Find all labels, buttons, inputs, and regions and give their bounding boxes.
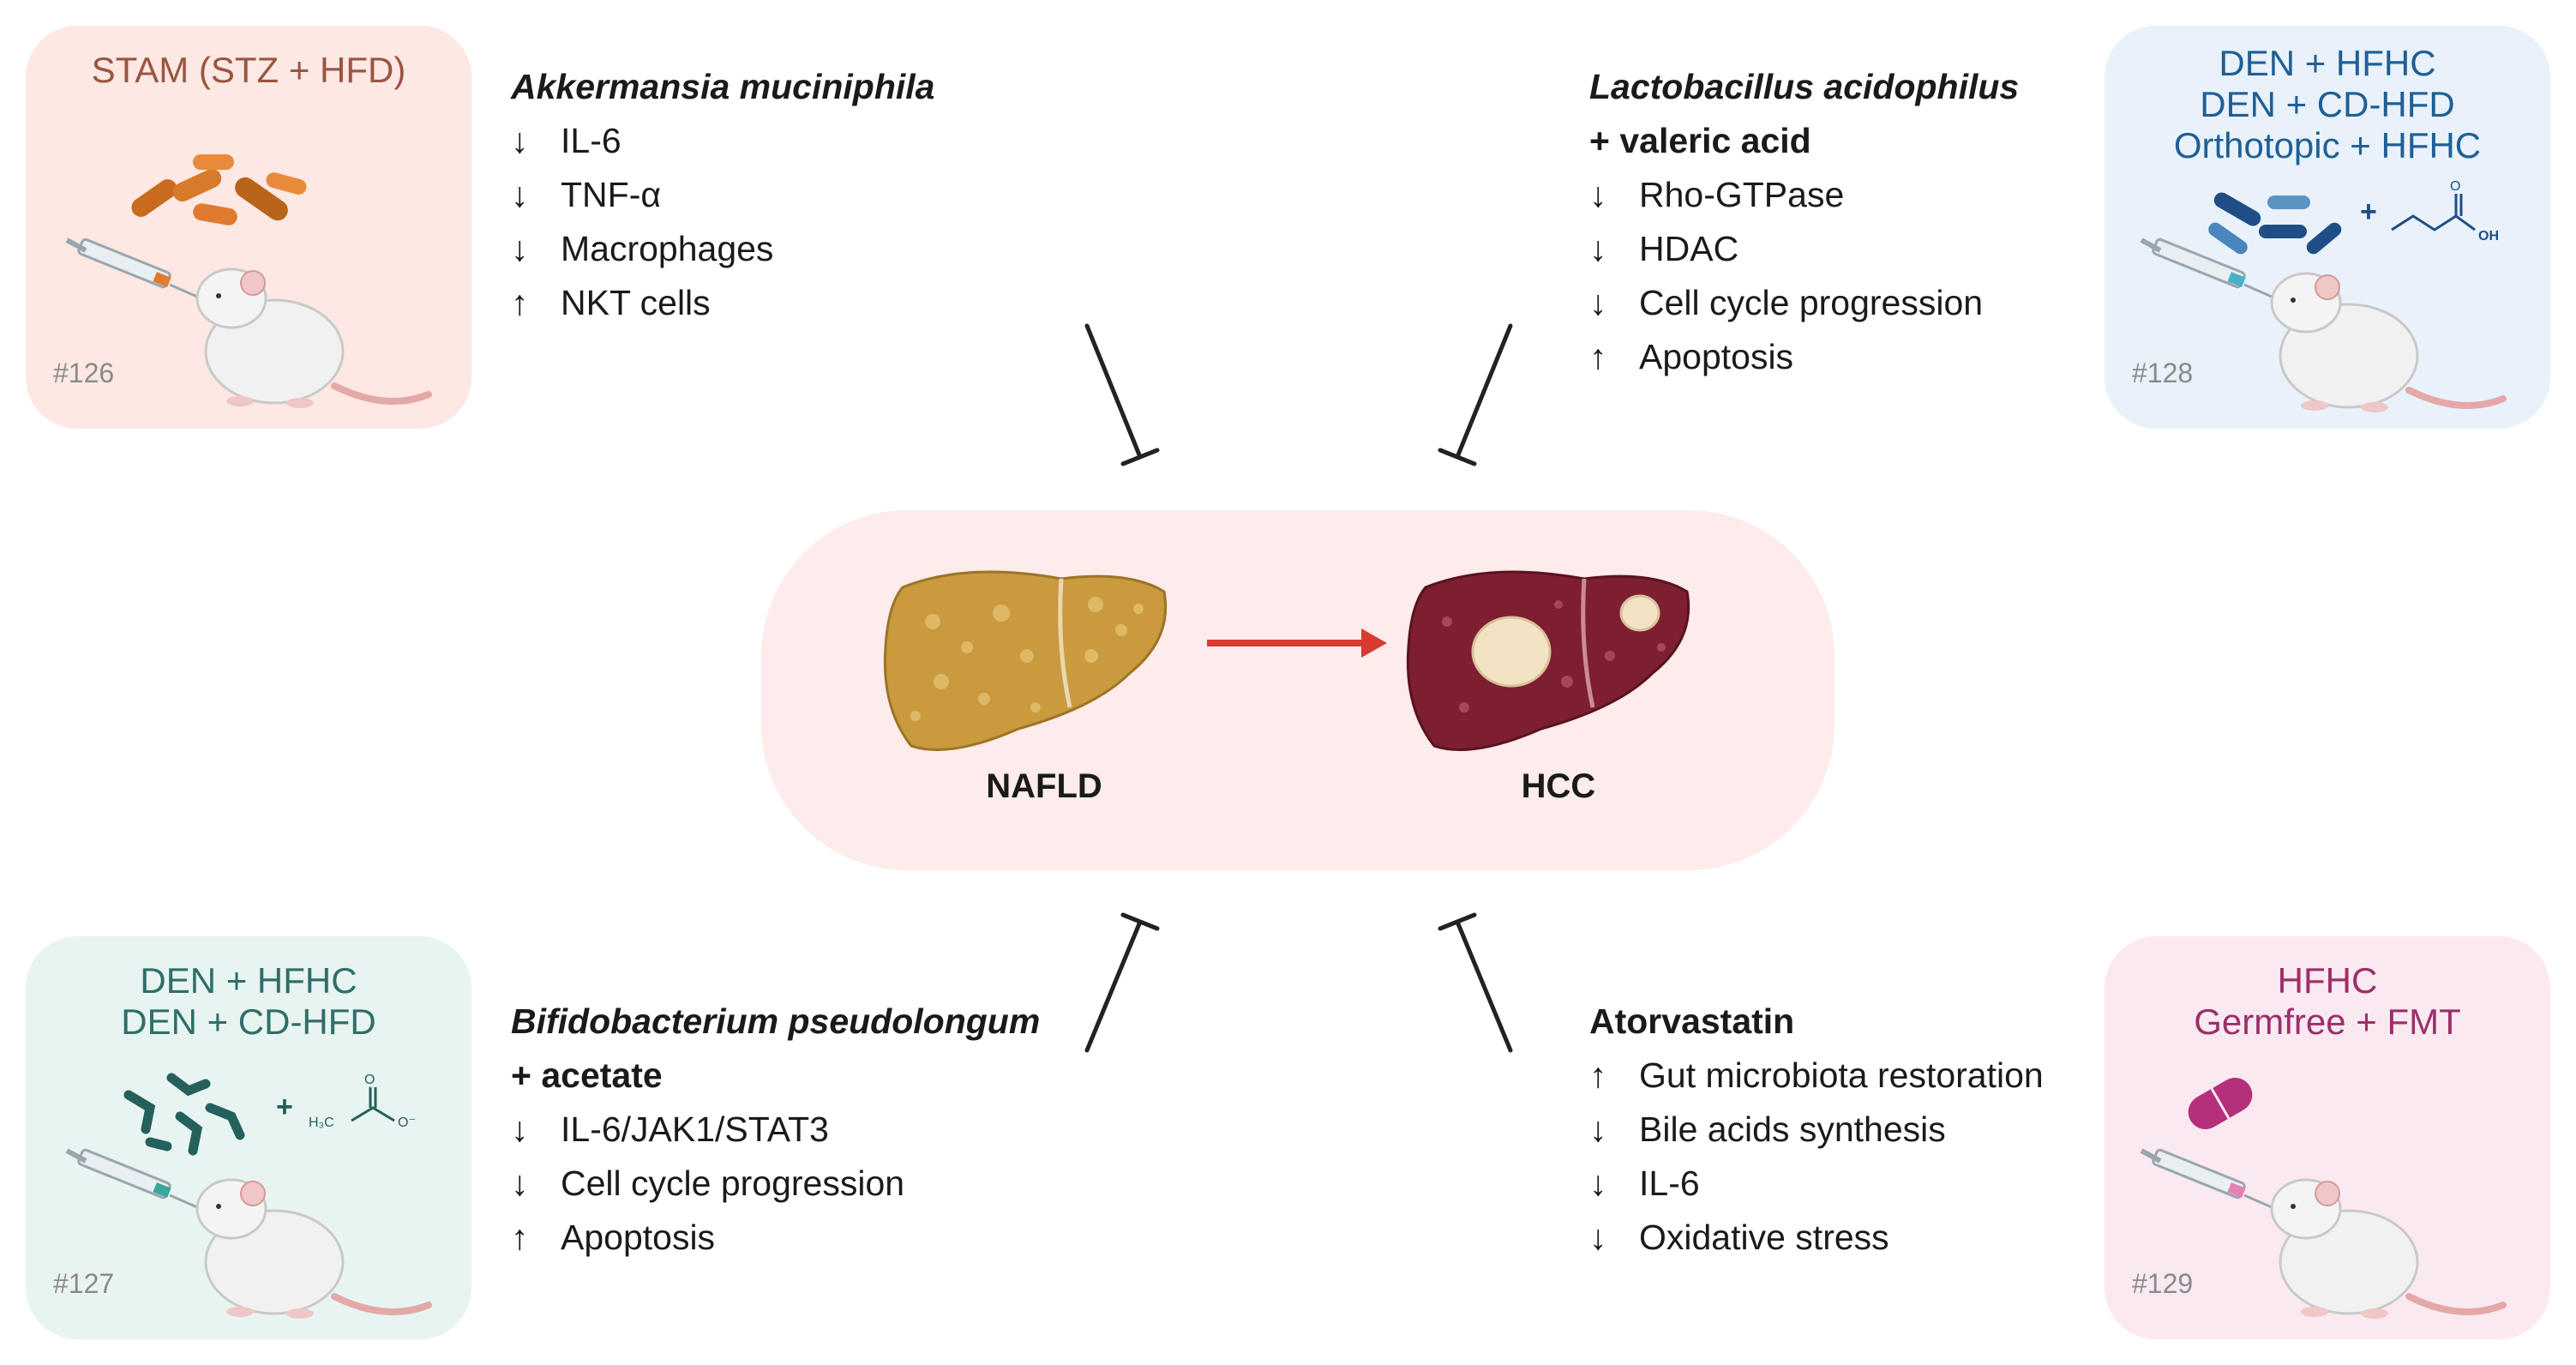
model-reference: #129 — [2132, 1268, 2194, 1299]
inhibition-arrow-bottom-left — [1084, 912, 1160, 1053]
syringe-icon — [65, 1148, 198, 1209]
bifidobacteria-icon — [123, 1073, 245, 1156]
mouse-injection-illustration: + O H₃C O⁻ — [65, 1073, 432, 1319]
model-title-line: Germfree + FMT — [2194, 1001, 2461, 1042]
treatment-subtitle: + acetate — [511, 1055, 663, 1095]
liver-progression-illustration — [883, 570, 1690, 751]
effect-item: ↑Gut microbiota restoration — [1589, 1055, 2044, 1095]
effect-item: ↓Macrophages — [511, 229, 774, 268]
mouse-injection-illustration: + O OH — [2140, 179, 2507, 412]
model-title: DEN + HFHC DEN + CD-HFD Orthotopic + HFH… — [2105, 43, 2550, 166]
treatment-name: Lactobacillus acidophilus — [1589, 67, 2020, 106]
carboxylate-label: O⁻ — [398, 1115, 416, 1130]
syringe-icon — [65, 238, 198, 298]
inhibition-arrow-top-right — [1438, 323, 1513, 466]
treatment-subtitle: + valeric acid — [1589, 121, 1811, 160]
inhibition-arrow-top-left — [1084, 323, 1160, 466]
treatment-name: Atorvastatin — [1589, 1001, 1795, 1041]
mouse-icon — [195, 268, 432, 408]
effect-item: ↓IL-6/JAK1/STAT3 — [511, 1109, 829, 1149]
inhibition-arrow-bottom-right — [1438, 912, 1513, 1053]
model-box-den-hfhc-cdhfd: DEN + HFHC DEN + CD-HFD + O H₃C O⁻ — [26, 936, 471, 1339]
model-reference: #126 — [53, 358, 115, 388]
red-progression-arrow — [1207, 628, 1387, 658]
plus-sign: + — [2360, 195, 2377, 228]
effect-item: ↓IL-6 — [1589, 1164, 1700, 1203]
syringe-icon — [2140, 238, 2273, 298]
effect-item: ↓Rho-GTPase — [1589, 175, 1845, 214]
effect-item: ↓TNF-α — [511, 175, 662, 214]
effect-item: ↑Apoptosis — [1589, 337, 1794, 376]
bacteria-icon — [131, 154, 307, 225]
treatment-name: Bifidobacterium pseudolongum — [511, 1001, 1041, 1041]
model-title: DEN + HFHC DEN + CD-HFD — [26, 960, 471, 1043]
treatment-akkermansia: Akkermansia muciniphila ↓IL-6 ↓TNF-α ↓Ma… — [511, 60, 934, 330]
mouse-icon — [2270, 272, 2507, 412]
nafld-liver-icon — [883, 570, 1168, 751]
hydroxyl-label: OH — [2478, 229, 2499, 244]
model-title: HFHC Germfree + FMT — [2105, 960, 2550, 1043]
effect-item: ↓Cell cycle progression — [511, 1164, 905, 1203]
model-box-stam: STAM (STZ + HFD) #126 — [26, 26, 471, 429]
model-reference: #127 — [53, 1268, 115, 1299]
model-title-line: DEN + HFHC — [2219, 43, 2436, 83]
syringe-icon — [2140, 1148, 2273, 1209]
treatment-bifidobacterium: Bifidobacterium pseudolongum + acetate ↓… — [511, 995, 1040, 1265]
bacteria-icon — [2208, 192, 2342, 255]
methyl-label: H₃C — [309, 1115, 334, 1130]
mouse-icon — [2270, 1178, 2507, 1319]
effect-item: ↑Apoptosis — [511, 1218, 716, 1257]
model-title-line: Orthotopic + HFHC — [2173, 125, 2482, 165]
plus-sign: + — [276, 1091, 293, 1123]
model-box-hfhc-germfree: HFHC Germfree + FMT #129 — [2105, 936, 2550, 1339]
mouse-icon — [195, 1178, 432, 1319]
model-title-line: DEN + HFHC — [140, 960, 357, 1001]
model-title-line: STAM (STZ + HFD) — [91, 50, 406, 90]
oxygen-label: O — [2450, 179, 2460, 194]
effect-item: ↑NKT cells — [511, 283, 711, 322]
effect-item: ↓Cell cycle progression — [1589, 283, 1984, 322]
hcc-label: HCC — [1521, 767, 1596, 805]
model-title-line: HFHC — [2277, 960, 2378, 1001]
model-title: STAM (STZ + HFD) — [26, 50, 471, 91]
mouse-injection-illustration — [2140, 1078, 2507, 1319]
model-reference: #128 — [2132, 358, 2194, 388]
effect-item: ↓Bile acids synthesis — [1589, 1109, 1946, 1149]
model-title-line: DEN + CD-HFD — [2200, 84, 2455, 124]
valeric-acid-icon — [2391, 194, 2476, 232]
hcc-liver-icon — [1406, 570, 1690, 751]
treatment-name: Akkermansia muciniphila — [511, 67, 935, 106]
oxygen-label: O — [364, 1073, 375, 1087]
nafld-label: NAFLD — [986, 767, 1102, 805]
model-title-line: DEN + CD-HFD — [121, 1001, 376, 1042]
treatment-lactobacillus: Lactobacillus acidophilus + valeric acid… — [1589, 60, 2019, 384]
acetate-icon — [351, 1087, 395, 1122]
effect-item: ↓HDAC — [1589, 229, 1739, 268]
treatment-atorvastatin: Atorvastatin ↑Gut microbiota restoration… — [1589, 995, 2044, 1265]
effect-item: ↓IL-6 — [511, 121, 621, 160]
nafld-to-hcc-panel: NAFLD HCC — [761, 510, 1834, 870]
model-box-den-hfhc-orthotopic: DEN + HFHC DEN + CD-HFD Orthotopic + HFH… — [2105, 26, 2550, 429]
effect-item: ↓Oxidative stress — [1589, 1218, 1889, 1257]
mouse-injection-illustration — [65, 154, 432, 408]
capsule-icon — [2188, 1078, 2253, 1129]
